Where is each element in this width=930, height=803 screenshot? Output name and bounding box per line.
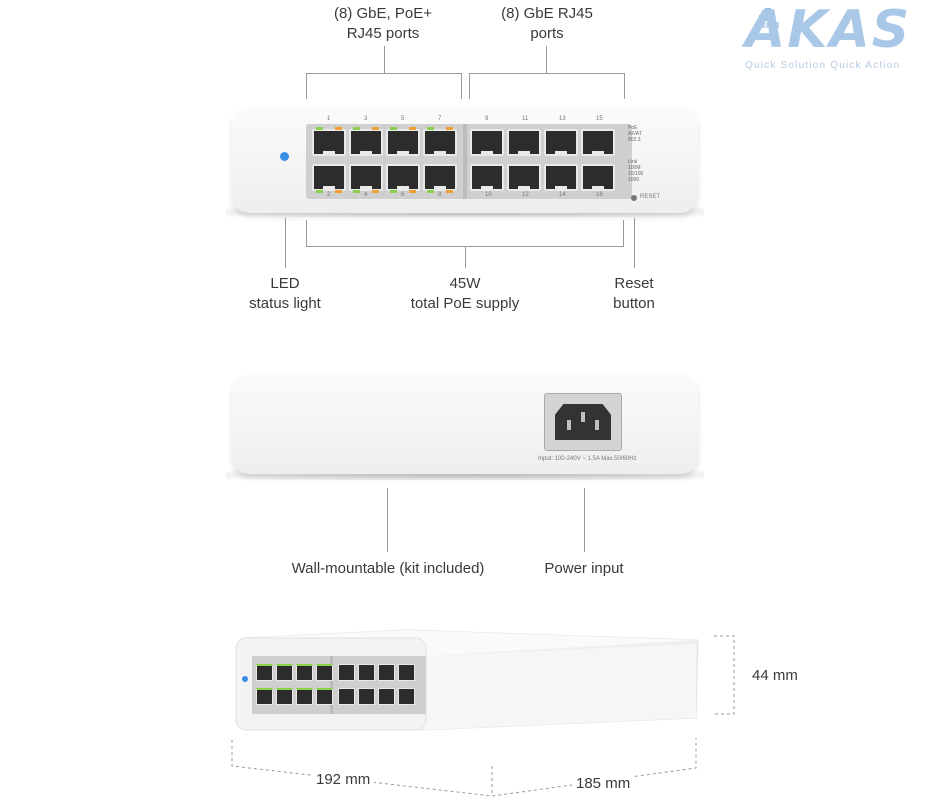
logo-tagline: Quick Solution Quick Action [745, 60, 901, 71]
iso-rj45-port [338, 664, 355, 681]
iso-rj45-port [398, 688, 415, 705]
callout-poe-ports: (8) GbE, PoE+ RJ45 ports [334, 5, 432, 42]
rj45-port [544, 129, 578, 156]
rj45-port [423, 127, 457, 156]
dimension-depth: 185 mm [572, 775, 635, 792]
iso-led [242, 676, 248, 682]
iso-rj45-port [358, 688, 375, 705]
iso-rj45-port [276, 664, 293, 681]
port-number: 6 [401, 192, 405, 198]
iso-rj45-port [296, 688, 313, 705]
dimension-width: 192 mm [312, 771, 375, 788]
reset-label: RESET [640, 194, 661, 200]
port-number: 13 [559, 116, 566, 122]
callout-poe-supply: 45W total PoE supply [410, 275, 520, 312]
rj45-port [581, 129, 615, 156]
rj45-port [349, 127, 383, 156]
port-number: 15 [596, 116, 603, 122]
callout-power-input: Power input [544, 560, 624, 577]
iso-rj45-port [398, 664, 415, 681]
rj45-port [312, 164, 346, 193]
port-number: 7 [438, 116, 442, 122]
rj45-port [581, 164, 615, 191]
iso-rj45-port [338, 688, 355, 705]
callout-rj45-ports: (8) GbE RJ45 ports [501, 5, 593, 42]
callout-reset: Reset button [613, 275, 655, 312]
iso-rj45-port [358, 664, 375, 681]
input-spec: Input: 100-240V ~ 1.5A Max,50/60Hz [538, 456, 637, 462]
port-number: 4 [364, 192, 368, 198]
power-input-socket [544, 393, 622, 451]
port-number: 14 [559, 192, 566, 198]
switch-front-view: PoE AF/AT 802.3 Link 100M 10/100 1000 RE… [232, 107, 698, 213]
callout-led: LED status light [249, 275, 321, 312]
rj45-port [470, 129, 504, 156]
port-number: 8 [438, 192, 442, 198]
port-number: 12 [522, 192, 529, 198]
brand-logo: AKAS Quick Solution Quick Action [745, 0, 925, 71]
led-status-light [280, 152, 289, 161]
rj45-port [470, 164, 504, 191]
reset-button [631, 195, 637, 201]
port-number: 2 [327, 192, 331, 198]
rj45-port [312, 127, 346, 156]
rj45-port [544, 164, 578, 191]
rj45-port [507, 164, 541, 191]
rj45-port [423, 164, 457, 193]
dimension-lines [231, 635, 735, 797]
iso-rj45-port [316, 688, 333, 705]
rj45-port [349, 164, 383, 193]
dimension-height: 44 mm [752, 667, 798, 684]
switch-iso-view [235, 629, 699, 731]
iso-rj45-port [316, 664, 333, 681]
callout-power-line [584, 488, 585, 552]
switch-back-view: Input: 100-240V ~ 1.5A Max,50/60Hz [232, 374, 698, 474]
port-number: 9 [485, 116, 489, 122]
port-number: 5 [401, 116, 405, 122]
callout-wall-mount-line [387, 488, 388, 552]
iso-rj45-port [378, 688, 395, 705]
poe-legend: PoE AF/AT 802.3 [628, 125, 642, 143]
logo-text: AKAS [745, 0, 912, 60]
rj45-port [386, 127, 420, 156]
iso-rj45-port [256, 664, 273, 681]
callout-wall-mount: Wall-mountable (kit included) [291, 560, 485, 577]
port-number: 11 [522, 116, 529, 122]
link-legend: Link 100M 10/100 1000 [628, 159, 644, 183]
port-number: 10 [485, 192, 492, 198]
port-number: 16 [596, 192, 603, 198]
port-number: 3 [364, 116, 368, 122]
iso-rj45-port [296, 664, 313, 681]
iso-rj45-port [276, 688, 293, 705]
iso-rj45-port [378, 664, 395, 681]
rj45-port [507, 129, 541, 156]
port-number: 1 [327, 116, 331, 122]
rj45-port [386, 164, 420, 193]
iso-rj45-port [256, 688, 273, 705]
